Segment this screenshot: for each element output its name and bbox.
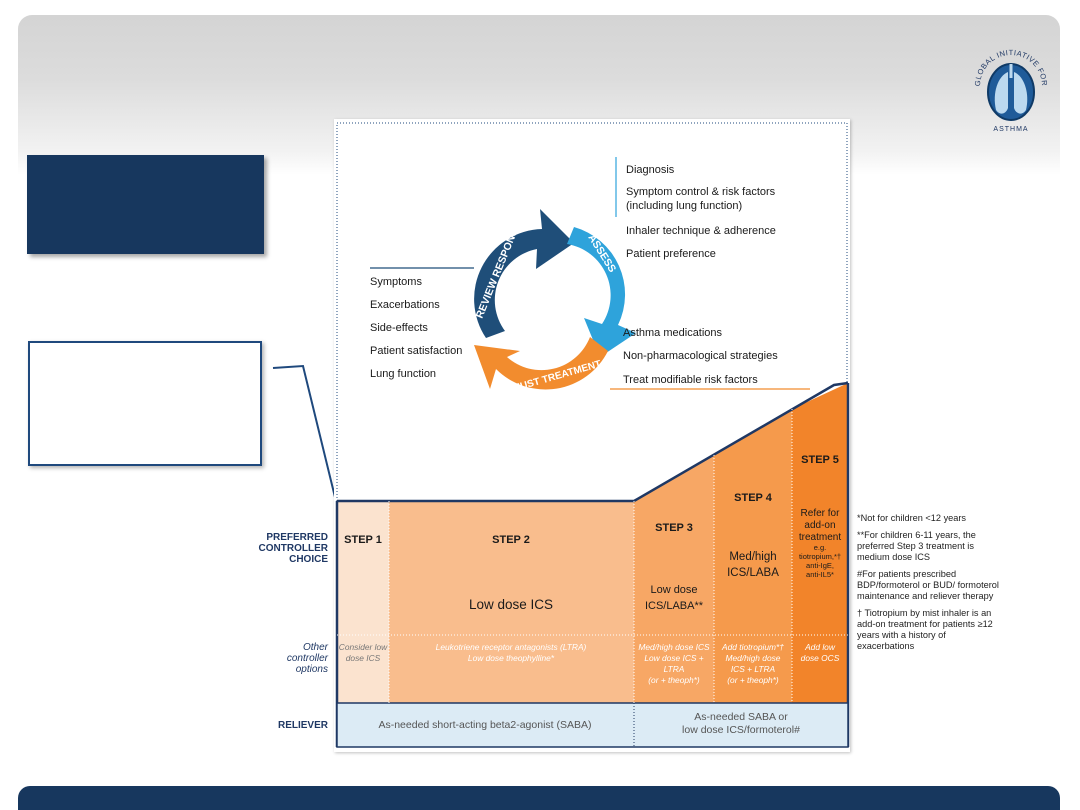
step5-preferred-small: tiotropium,*†	[799, 552, 841, 561]
step2-title: STEP 2	[492, 534, 530, 546]
assess-arrow	[567, 227, 636, 357]
review-item: Lung function	[370, 368, 436, 380]
step4-other: Med/high dose	[726, 653, 781, 663]
step2-preferred: Low dose ICS	[469, 597, 553, 612]
asthma-stepwise-figure: REVIEW RESPONSE ASSESS ADJUST TREATMENT …	[334, 119, 850, 752]
staircase-outline	[337, 381, 849, 503]
gina-lungs-logo: GLOBAL INITIATIVE FOR ASTHMA	[973, 48, 1049, 133]
other-row-label: Other controller options	[286, 642, 328, 675]
reliever-right: As-needed SABA or	[694, 711, 788, 723]
step-table	[335, 381, 850, 748]
reliever-row-label: RELIEVER	[277, 720, 328, 731]
step4-preferred: ICS/LABA	[727, 567, 779, 579]
footnote: *Not for children <12 years	[857, 513, 967, 523]
step5-preferred: add-on	[804, 520, 835, 531]
step3-column	[634, 455, 714, 703]
callout-box	[28, 341, 262, 466]
step3-preferred: ICS/LABA**	[645, 600, 704, 612]
review-item: Side-effects	[370, 322, 428, 334]
step1-other: dose ICS	[346, 653, 381, 663]
step3-other: Low dose ICS +	[644, 653, 703, 663]
footnotes: *Not for children <12 years **For childr…	[857, 513, 999, 658]
step4-preferred: Med/high	[729, 551, 776, 563]
review-item: Symptoms	[370, 276, 422, 288]
adjust-item: Non-pharmacological strategies	[623, 350, 778, 362]
step5-other: dose OCS	[801, 653, 840, 663]
adjust-item: Treat modifiable risk factors	[623, 374, 758, 386]
adjust-item: Asthma medications	[623, 327, 723, 339]
assess-item: Patient preference	[626, 248, 716, 260]
step5-preferred: treatment	[799, 532, 841, 543]
step3-other: (or + theoph*)	[648, 675, 700, 685]
assess-item: Diagnosis	[626, 164, 675, 176]
step1-column	[337, 501, 389, 703]
step4-title: STEP 4	[734, 492, 773, 504]
reliever-row	[336, 702, 849, 748]
step1-other: Consider low	[339, 642, 388, 652]
step5-other: Add low	[804, 642, 836, 652]
logo-bottom-text: ASTHMA	[993, 126, 1028, 133]
footnote: #For patients prescribed BDP/formoterol …	[857, 569, 999, 601]
step5-preferred: Refer for	[801, 508, 841, 519]
step5-preferred-small: anti-IgE,	[806, 561, 834, 570]
review-item: Patient satisfaction	[370, 345, 462, 357]
step2-other: Low dose theophylline*	[468, 653, 555, 663]
step3-other: Med/high dose ICS	[638, 642, 710, 652]
step2-column	[389, 501, 634, 703]
assess-item: (including lung function)	[626, 200, 742, 212]
adjust-arrow	[474, 337, 608, 390]
cycle-diagram: REVIEW RESPONSE ASSESS ADJUST TREATMENT	[474, 209, 636, 398]
assess-item: Symptom control & risk factors	[626, 186, 776, 198]
step5-title: STEP 5	[801, 454, 839, 466]
step5-preferred-small: anti-IL5*	[806, 570, 834, 579]
footer-bar	[18, 786, 1060, 810]
slide-title-box	[27, 155, 264, 254]
footnote: **For children 6-11 years, the preferred…	[857, 530, 976, 562]
step4-other: Add tiotropium*†	[721, 642, 784, 652]
reliever-right: low dose ICS/formoterol#	[682, 724, 800, 736]
step3-title: STEP 3	[655, 522, 693, 534]
step3-preferred: Low dose	[650, 584, 697, 596]
figure-svg: REVIEW RESPONSE ASSESS ADJUST TREATMENT …	[335, 122, 850, 748]
step5-column	[792, 383, 848, 703]
reliever-left: As-needed short-acting beta2-agonist (SA…	[378, 719, 591, 731]
step3-other: LTRA	[664, 664, 685, 674]
step5-preferred-small: e.g.	[814, 543, 827, 552]
footnote: † Tiotropium by mist inhaler is an add-o…	[857, 608, 993, 651]
step4-column	[714, 409, 792, 703]
step4-other: (or + theoph*)	[727, 675, 779, 685]
assess-item: Inhaler technique & adherence	[626, 225, 776, 237]
review-item: Exacerbations	[370, 299, 440, 311]
review-arrow	[474, 209, 574, 338]
step2-other: Leukotriene receptor antagonists (LTRA)	[436, 642, 587, 652]
step4-other: ICS + LTRA	[731, 664, 776, 674]
step1-title: STEP 1	[344, 534, 382, 546]
preferred-row-label: PREFERRED CONTROLLER CHOICE	[258, 532, 328, 565]
